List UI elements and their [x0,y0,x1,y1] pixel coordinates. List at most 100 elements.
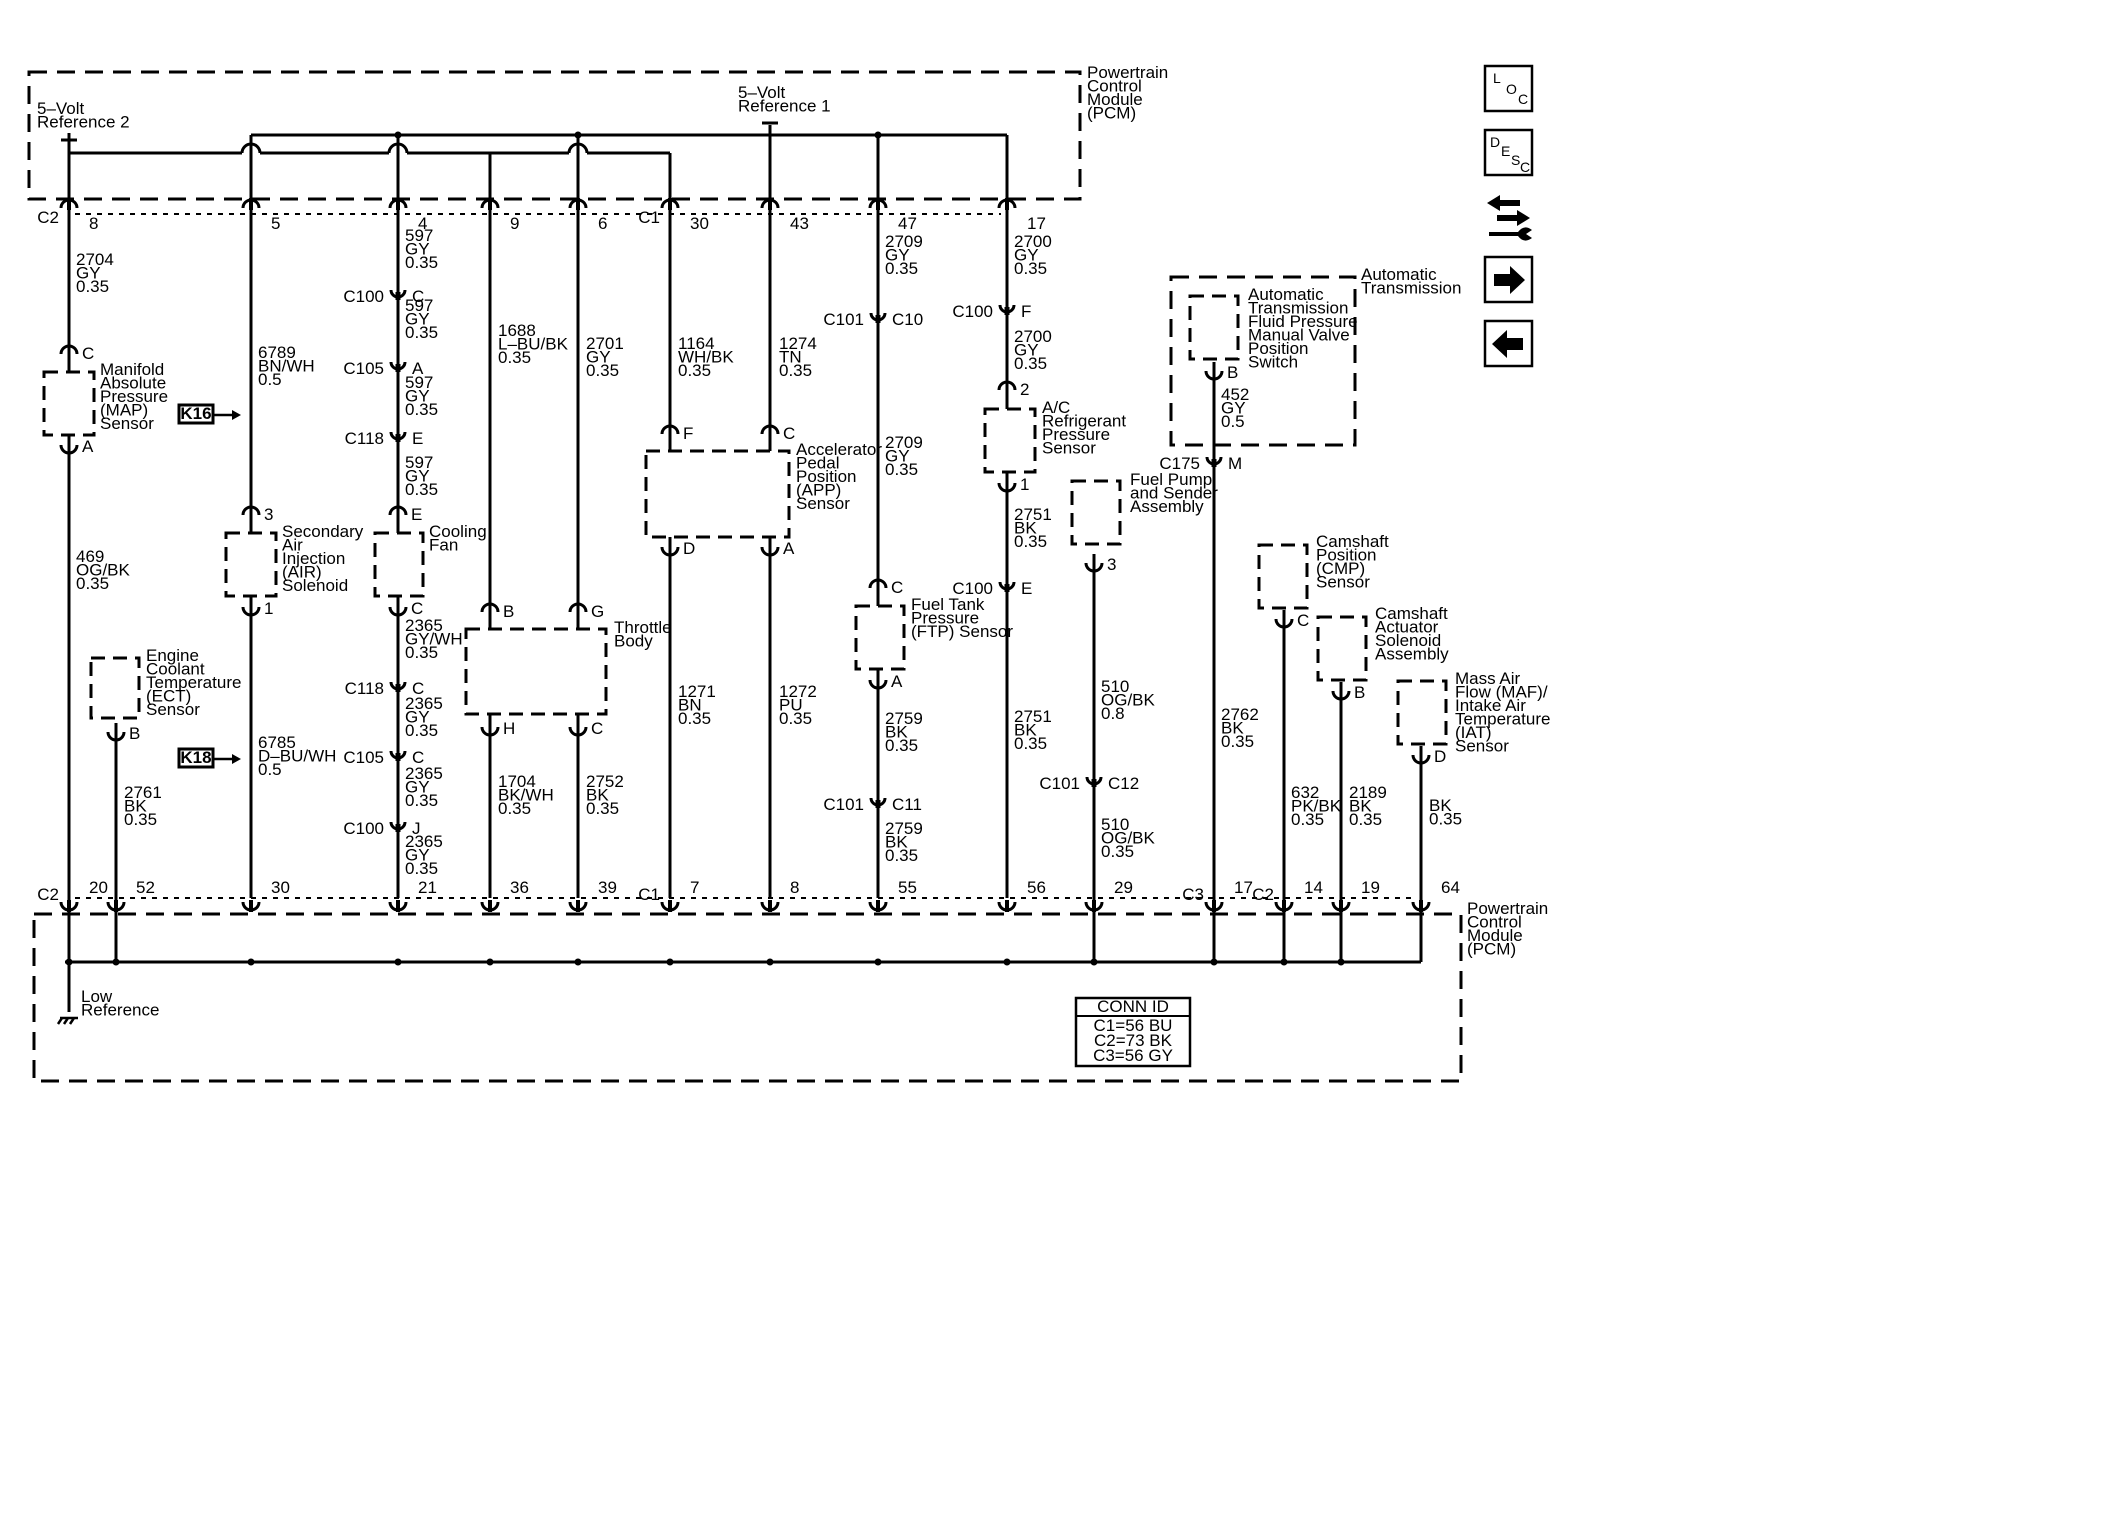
pin-number: 20 [89,878,108,897]
pin-number: 14 [1304,878,1323,897]
wire-label: 0.35 [76,277,109,296]
component-pin-label: B [1227,363,1238,382]
connector-id: C175 [1159,454,1200,473]
wire-label: 0.35 [1014,354,1047,373]
component-label: Flow (MAF)/ [1455,683,1548,702]
splice-dot [574,958,582,966]
component-label: Cooling [429,522,487,541]
component-label: Mass Air [1455,669,1521,688]
pin-number: 30 [271,878,290,897]
pin-number: 47 [898,214,917,233]
component-label: (AIR) [282,563,322,582]
next-button[interactable] [1483,255,1534,304]
cooling-fan [373,531,425,598]
connector-id: C1 [638,208,660,227]
connector-id: C105 [343,748,384,767]
wire-label: 0.35 [885,460,918,479]
component-label: Pedal [796,454,839,473]
pcm-bottom-box [32,912,1463,1083]
loc-button[interactable]: L O C [1483,64,1534,113]
wire-label: GY [405,310,430,329]
component-label: Fuel Tank [911,595,985,614]
connector-id: C3 [1182,885,1204,904]
conn-id-row: C1=56 BU [1094,1016,1173,1035]
fuel-pump-sender [1070,479,1122,546]
component-pin-cup [568,602,588,613]
wire-label: L–BU/BK [498,335,569,354]
static-frame [27,70,1463,1083]
component-pin-cup [568,726,588,737]
splice-dot [874,958,882,966]
wire-label: 597 [405,373,433,392]
component-label: (ECT) [146,687,191,706]
component-label: Pressure [911,609,979,628]
wire-label: 0.35 [498,799,531,818]
component-pin-cup [1204,370,1224,381]
component-pin-label: C [591,719,603,738]
hop-arc [240,142,262,154]
connector-id: C1 [638,885,660,904]
prev-button[interactable] [1483,319,1534,368]
splice-dot [394,131,402,139]
wire-label: OG/BK [1101,829,1156,848]
wire-label: 0.35 [405,643,438,662]
wire-label: GY [405,708,430,727]
wire-label: 0.5 [1221,412,1245,431]
component-pin-cup [997,482,1017,493]
wire-label: 2189 [1349,783,1387,802]
component-pin-label: F [683,424,693,443]
connector-id: C2 [37,208,59,227]
desc-button[interactable]: D E S C [1483,128,1534,177]
component-pin-label: C [1297,611,1309,630]
component-label: Assembly [1130,497,1204,516]
component-pin-label: E [411,505,422,524]
ref1-label: 5–Volt [738,83,786,102]
component-pin-label: B [1354,683,1365,702]
wire-label: 0.35 [1349,810,1382,829]
connector-id: C118 [345,429,384,448]
component-pin-label: C [783,424,795,443]
wire-label: 0.35 [405,721,438,740]
wire-label: 2704 [76,250,114,269]
splice-dot [112,958,120,966]
pcm-label-bottom: Control [1467,913,1522,932]
component-label: (CMP) [1316,559,1365,578]
component-label: Sensor [1316,573,1370,592]
low-reference-label: Low [81,987,113,1006]
wire-label: GY [885,246,910,265]
tfp-switch [1188,294,1240,361]
wire-label: OG/BK [76,561,131,580]
wire-label: 0.35 [779,709,812,728]
wire-label: BN/WH [258,357,315,376]
component-label: Sensor [1042,439,1096,458]
wire-label: 2365 [405,694,443,713]
component-pin-label: 1 [264,599,273,618]
component-label: Pressure [1042,425,1110,444]
swap-wrench-button[interactable] [1487,195,1532,241]
component-label: Temperature [1455,710,1550,729]
pin-number: 64 [1441,878,1460,897]
wire-label: 0.35 [405,480,438,499]
component-label: Sensor [796,494,850,513]
pcm-label-bottom: Module [1467,926,1523,945]
component-label: A/C [1042,398,1070,417]
component-pin-cup [59,444,79,455]
connector-id: C2 [1252,885,1274,904]
wire-label: 0.35 [498,348,531,367]
app-sensor [644,449,791,539]
component-label: Intake Air [1455,696,1526,715]
component-pin-cup [660,424,680,435]
component-pin-cup [1331,690,1351,701]
wire-label: 510 [1101,815,1129,834]
splice-dot [394,958,402,966]
component-pin-label: D [1434,747,1446,766]
wire-label: 0.35 [1429,810,1462,829]
wire-label: BK [124,797,147,816]
wrench-icon [1489,227,1532,241]
component-pin-cup [59,344,79,355]
cmp-sensor [1257,543,1309,610]
component-label: Solenoid [282,576,348,595]
wire-label: PK/BK [1291,797,1342,816]
wire-label: BK [1014,721,1037,740]
wire-label: 2759 [885,819,923,838]
